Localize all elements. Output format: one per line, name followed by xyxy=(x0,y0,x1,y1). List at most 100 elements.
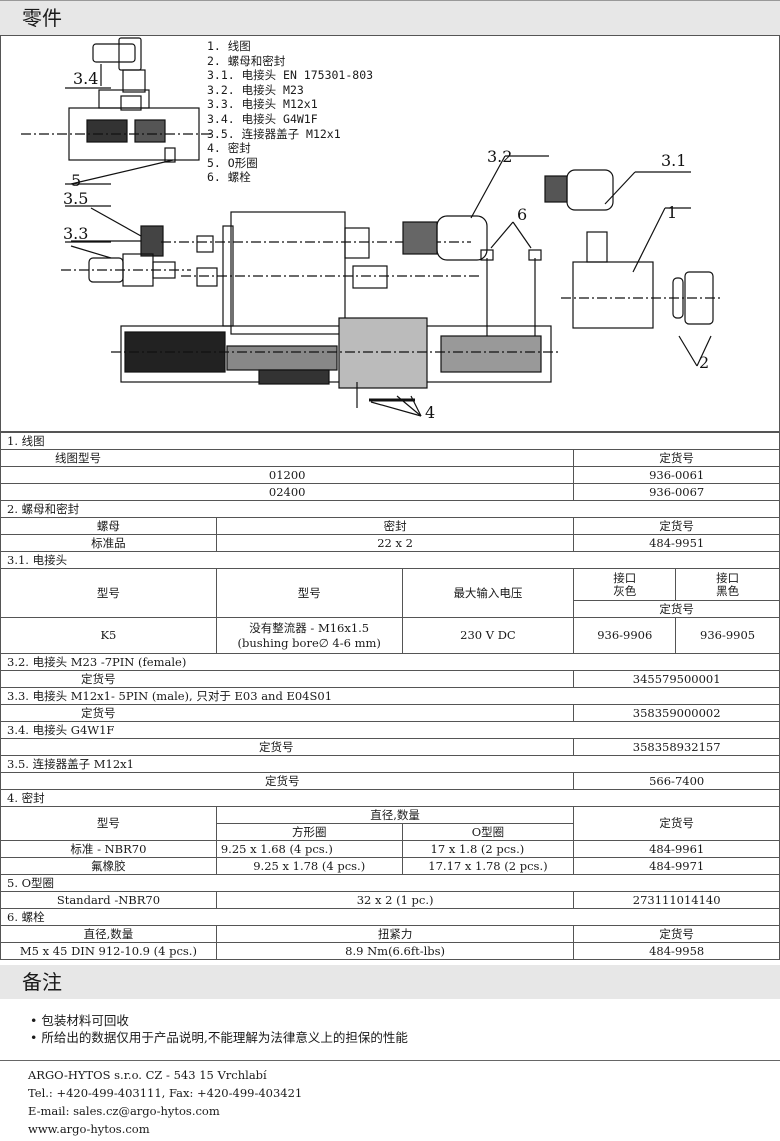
footer-website[interactable]: www.argo-hytos.com xyxy=(28,1122,150,1136)
callout-3-4: 3.4 xyxy=(73,69,98,88)
footer-phone: Tel.: +420-499-403111, Fax: +420-499-403… xyxy=(28,1086,303,1100)
callout-5: 5 xyxy=(71,171,81,190)
column-header: 螺母 xyxy=(0,517,217,535)
parts-table: 1. 线图 线图型号 定货号 01200 936-0061 02400 936-… xyxy=(0,432,780,960)
cell: 484-9961 xyxy=(573,840,780,858)
note-item: • 所给出的数据仅用于产品说明,不能理解为法律意义上的担保的性能 xyxy=(30,1030,408,1045)
cell: 01200 xyxy=(0,466,575,484)
legend-item: 5. O形圈 xyxy=(207,155,258,170)
footer-address: ARGO-HYTOS s.r.o. CZ - 543 15 Vrchlabí xyxy=(28,1068,267,1082)
table-row: 定货号 566-7400 xyxy=(0,772,780,790)
column-header: O型圈 xyxy=(401,823,575,841)
callout-3-3: 3.3 xyxy=(63,224,88,243)
cell: 936-9906 xyxy=(573,617,677,654)
table-row: 01200 936-0061 xyxy=(0,466,780,484)
legend-item: 3.5. 连接器盖子 M12x1 xyxy=(207,126,341,141)
column-header: 型号 xyxy=(215,568,403,618)
exploded-view-drawing: 3.4 5 3.5 3.3 3.2 3.1 6 1 2 4 1. 线图 2. 螺… xyxy=(0,36,780,432)
valve-drawing-svg: 3.4 5 3.5 3.3 3.2 3.1 6 1 2 4 xyxy=(21,37,721,422)
cell: 936-9905 xyxy=(675,617,780,654)
legend-item: 6. 螺栓 xyxy=(207,170,251,185)
cell: 9.25 x 1.78 (4 pcs.) xyxy=(215,857,403,875)
column-header: 型号 xyxy=(0,806,217,841)
cell: 22 x 2 xyxy=(215,534,575,552)
callout-3-5: 3.5 xyxy=(63,189,88,208)
cell: 02400 xyxy=(0,483,575,501)
cell: 9.25 x 1.68 (4 pcs.) xyxy=(215,840,403,858)
section-connector-3-3: 3.3. 电接头 M12x1- 5PIN (male), 只对于 E03 and… xyxy=(0,687,780,705)
column-header: 定货号 xyxy=(573,600,780,618)
table-row: K5 没有整流器 - M16x1.5 (bushing bore∅ 4-6 mm… xyxy=(0,617,780,654)
column-header: 扭紧力 xyxy=(215,925,575,943)
cell: 32 x 2 (1 pc.) xyxy=(215,891,575,909)
section-oring: 5. O型圈 xyxy=(0,874,780,892)
column-header: 密封 xyxy=(215,517,575,535)
footer-divider xyxy=(0,1060,780,1061)
section-title-notes: 备注 xyxy=(0,965,780,999)
section-connector-3-2: 3.2. 电接头 M23 -7PIN (female) xyxy=(0,653,780,671)
cell: 没有整流器 - M16x1.5 (bushing bore∅ 4-6 mm) xyxy=(215,617,403,654)
column-header: 定货号 xyxy=(573,449,780,467)
cell: 566-7400 xyxy=(573,772,780,790)
legend-item: 1. 线图 xyxy=(207,39,251,53)
cell: 17 x 1.8 (2 pcs.) xyxy=(401,840,575,858)
column-header: 型号 xyxy=(0,568,217,618)
column-header: 线图型号 xyxy=(0,449,575,467)
parts-legend: 1. 线图 2. 螺母和密封 3.1. 电接头 EN 175301-803 3.… xyxy=(207,39,373,185)
legend-item: 3.1. 电接头 EN 175301-803 xyxy=(207,68,374,83)
table-row: 定货号 345579500001 xyxy=(0,670,780,688)
section-connector-3-4: 3.4. 电接头 G4W1F xyxy=(0,721,780,739)
footer-email[interactable]: E-mail: sales.cz@argo-hytos.com xyxy=(28,1104,220,1118)
callout-6: 6 xyxy=(517,205,527,224)
company-footer: ARGO-HYTOS s.r.o. CZ - 543 15 Vrchlabí T… xyxy=(28,1066,302,1138)
notes-list: • 包装材料可回收 • 所给出的数据仅用于产品说明,不能理解为法律意义上的担保的… xyxy=(30,1012,408,1046)
cell: 345579500001 xyxy=(573,670,780,688)
cell: M5 x 45 DIN 912-10.9 (4 pcs.) xyxy=(0,942,217,960)
cell: 484-9951 xyxy=(573,534,780,552)
column-header: 接口 灰色 xyxy=(573,568,677,601)
cell: 273111014140 xyxy=(573,891,780,909)
table-row: 标准品 22 x 2 484-9951 xyxy=(0,534,780,552)
section-connector-3-1: 3.1. 电接头 xyxy=(0,551,780,569)
cell: 17.17 x 1.78 (2 pcs.) xyxy=(401,857,575,875)
section-connector-cap: 3.5. 连接器盖子 M12x1 xyxy=(0,755,780,773)
cell: 230 V DC xyxy=(401,617,575,654)
column-header: 方形圈 xyxy=(215,823,403,841)
table-row: M5 x 45 DIN 912-10.9 (4 pcs.) 8.9 Nm(6.6… xyxy=(0,942,780,960)
table-row: 标准 - NBR70 9.25 x 1.68 (4 pcs.) 17 x 1.8… xyxy=(0,840,780,858)
cell: 8.9 Nm(6.6ft-lbs) xyxy=(215,942,575,960)
parts-title-text: 零件 xyxy=(22,6,62,30)
cell: 定货号 xyxy=(0,670,575,688)
cell: 标准品 xyxy=(0,534,217,552)
legend-item: 3.2. 电接头 M23 xyxy=(207,82,304,97)
callout-2: 2 xyxy=(699,353,709,372)
callout-4: 4 xyxy=(425,403,435,422)
table-row: 02400 936-0067 xyxy=(0,483,780,501)
section-title-parts: 零件 xyxy=(0,0,780,36)
section-bolts: 6. 螺栓 xyxy=(0,908,780,926)
column-header: 最大输入电压 xyxy=(401,568,575,618)
cell: 定货号 xyxy=(0,704,575,722)
cell: 定货号 xyxy=(0,772,575,790)
section-nut-seal: 2. 螺母和密封 xyxy=(0,500,780,518)
column-header: 定货号 xyxy=(573,806,780,841)
column-header: 定货号 xyxy=(573,925,780,943)
notes-title-text: 备注 xyxy=(22,970,62,994)
section-seal: 4. 密封 xyxy=(0,789,780,807)
legend-item: 3.4. 电接头 G4W1F xyxy=(207,111,318,126)
legend-item: 2. 螺母和密封 xyxy=(207,53,286,68)
cell: K5 xyxy=(0,617,217,654)
legend-item: 4. 密封 xyxy=(207,141,251,156)
table-row: 定货号 358359000002 xyxy=(0,704,780,722)
cell: Standard -NBR70 xyxy=(0,891,217,909)
table-row: 氟橡胶 9.25 x 1.78 (4 pcs.) 17.17 x 1.78 (2… xyxy=(0,857,780,875)
cell: 氟橡胶 xyxy=(0,857,217,875)
column-header: 直径,数量 xyxy=(0,925,217,943)
column-header: 定货号 xyxy=(573,517,780,535)
callout-1: 1 xyxy=(667,203,677,222)
cell: 358359000002 xyxy=(573,704,780,722)
section-coil: 1. 线图 xyxy=(0,432,780,450)
column-header: 接口 黑色 xyxy=(675,568,780,601)
callout-3-1: 3.1 xyxy=(661,151,686,170)
